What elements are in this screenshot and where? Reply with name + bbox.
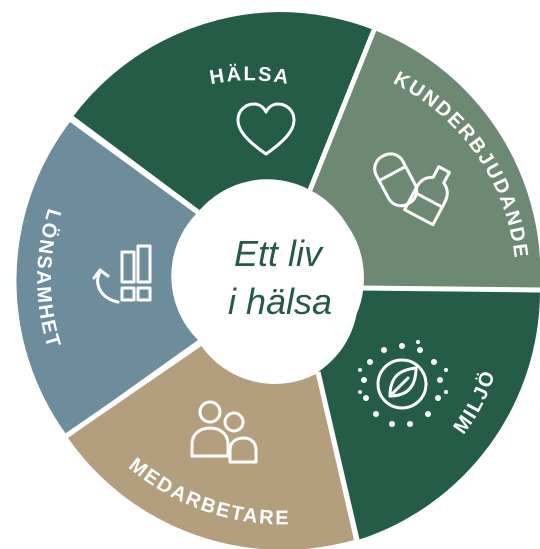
center-title-line1: Ett liv	[234, 233, 324, 274]
bottles-icon	[373, 152, 451, 227]
segment-lonsamhet	[16, 122, 198, 434]
heart-icon	[236, 102, 296, 156]
growth-bars-icon	[92, 244, 152, 304]
segment-medarbetare	[68, 344, 354, 549]
segment-halsa	[72, 11, 374, 213]
center-circle	[180, 186, 364, 370]
segment-label-halsa: HÄLSA	[208, 62, 292, 89]
center-title-line2: i hälsa	[228, 281, 332, 322]
segment-dividers	[64, 29, 540, 545]
segment-kunderbjudande	[310, 30, 540, 288]
people-icon	[190, 400, 258, 464]
leaf-globe-icon	[358, 340, 448, 427]
